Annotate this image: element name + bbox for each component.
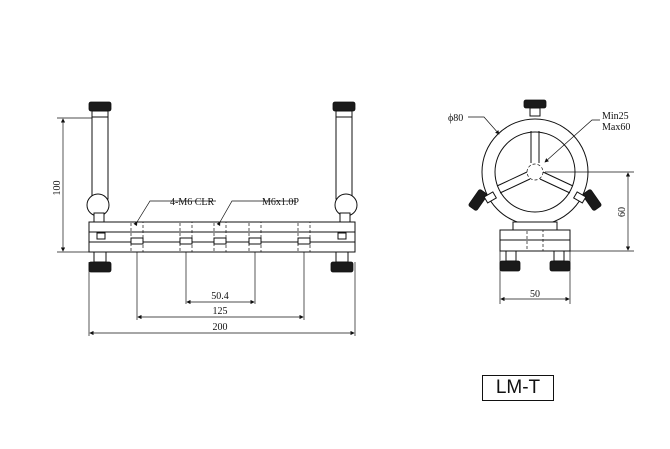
side-view: ϕ80 Min25 Max60 60 50	[448, 99, 634, 304]
bottom-knobs	[88, 251, 354, 273]
base-plate	[88, 221, 356, 253]
hole-callout: 4-M6 CLR	[170, 197, 215, 208]
side-height-label: 60	[617, 207, 628, 217]
front-view: 100 50.4 125 200 4-M6 CLR M6x1.0P	[52, 101, 358, 336]
side-width-label: 50	[530, 289, 540, 300]
right-post	[332, 101, 358, 224]
height-dimension-label: 100	[52, 181, 63, 196]
thread-callout: M6x1.0P	[262, 197, 299, 208]
left-post	[86, 101, 112, 224]
dimension-outer-label: 200	[213, 322, 228, 333]
diameter-label: ϕ80	[448, 113, 463, 124]
model-label: LM-T	[482, 375, 554, 401]
range-max-label: Max60	[602, 122, 630, 133]
dimension-inner-label: 50.4	[211, 291, 229, 302]
range-min-label: Min25	[602, 111, 629, 122]
dimension-middle-label: 125	[213, 306, 228, 317]
